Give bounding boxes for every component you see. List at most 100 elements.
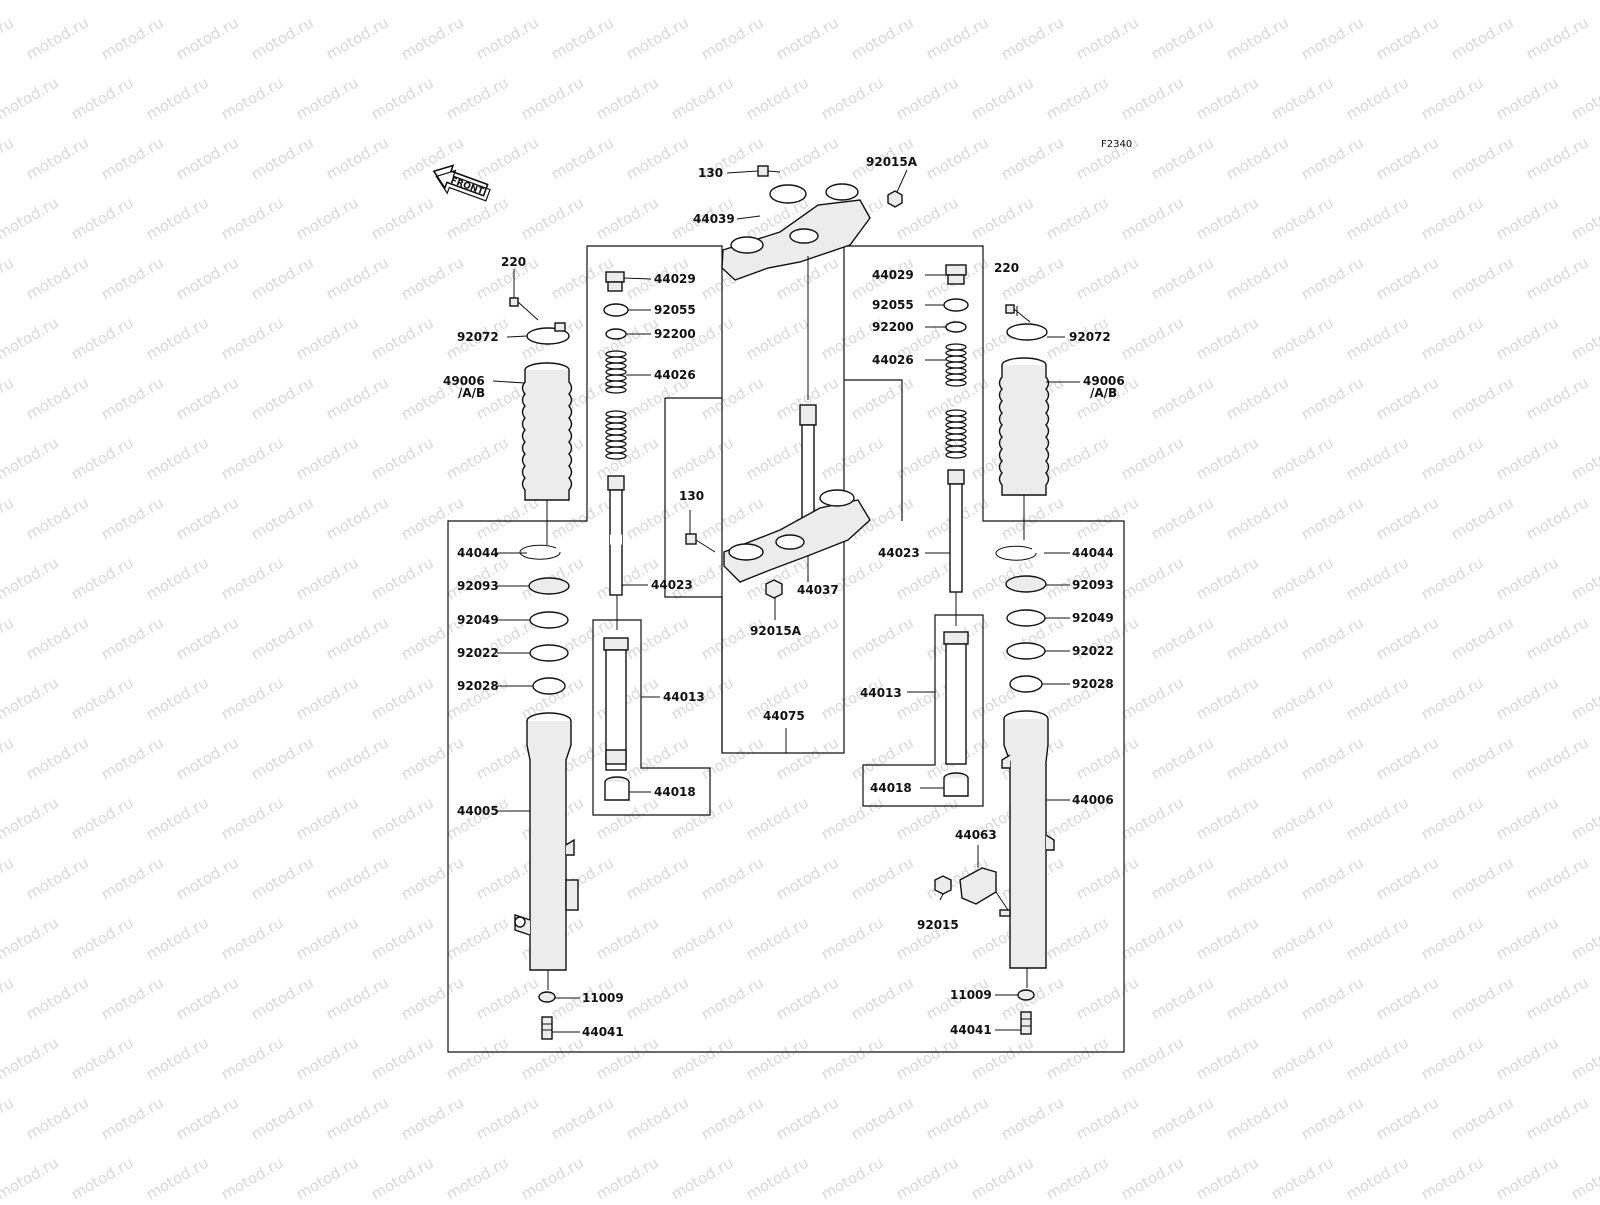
watermark-text: motod.ru bbox=[0, 733, 17, 783]
watermark-text: motod.ru bbox=[1493, 1153, 1562, 1200]
circlip-44044-left bbox=[519, 544, 561, 560]
watermark-text: motod.ru bbox=[1298, 973, 1367, 1023]
watermark-text: motod.ru bbox=[1298, 13, 1367, 63]
watermark-text: motod.ru bbox=[1223, 13, 1292, 63]
watermark-text: motod.ru bbox=[248, 853, 317, 903]
watermark-text: motod.ru bbox=[743, 1153, 812, 1200]
watermark-text: motod.ru bbox=[1418, 793, 1487, 843]
watermark-text: motod.ru bbox=[68, 673, 137, 723]
watermark-text: motod.ru bbox=[1118, 553, 1187, 603]
collar-44018-right bbox=[943, 772, 969, 797]
nut-92015 bbox=[934, 875, 952, 895]
watermark-text: motod.ru bbox=[248, 613, 317, 663]
label-92093-left: 92093 bbox=[457, 579, 499, 593]
watermark-text: motod.ru bbox=[1448, 1093, 1517, 1143]
watermark-text: motod.ru bbox=[1373, 973, 1442, 1023]
watermark-text: motod.ru bbox=[1298, 613, 1367, 663]
watermark-text: motod.ru bbox=[1493, 673, 1562, 723]
watermark-text: motod.ru bbox=[293, 1153, 362, 1200]
watermark-text: motod.ru bbox=[1268, 313, 1337, 363]
bracket-44063 bbox=[959, 867, 1011, 917]
watermark-text: motod.ru bbox=[218, 913, 287, 963]
watermark-text: motod.ru bbox=[623, 1093, 692, 1143]
label-44063: 44063 bbox=[955, 828, 997, 842]
watermark-text: motod.ru bbox=[143, 193, 212, 243]
cartridge-44013-left bbox=[603, 637, 629, 771]
watermark-text: motod.ru bbox=[1523, 613, 1592, 663]
watermark-text: motod.ru bbox=[143, 793, 212, 843]
watermark-text: motod.ru bbox=[1448, 253, 1517, 303]
watermark-text: motod.ru bbox=[1298, 853, 1367, 903]
watermark-text: motod.ru bbox=[218, 1033, 287, 1083]
outer-tube-44006 bbox=[1001, 710, 1055, 969]
watermark-text: motod.ru bbox=[1298, 373, 1367, 423]
watermark-text: motod.ru bbox=[1298, 733, 1367, 783]
watermark-text: motod.ru bbox=[1073, 13, 1142, 63]
outer-tube-44005 bbox=[514, 712, 579, 971]
watermark-text: motod.ru bbox=[968, 73, 1037, 123]
watermark-text: motod.ru bbox=[1193, 1033, 1262, 1083]
watermark-text: motod.ru bbox=[173, 493, 242, 543]
watermark-text: motod.ru bbox=[818, 0, 887, 3]
watermark-text: motod.ru bbox=[23, 133, 92, 183]
watermark-text: motod.ru bbox=[143, 1153, 212, 1200]
label-92072-left: 92072 bbox=[457, 330, 499, 344]
watermark-text: motod.ru bbox=[0, 13, 17, 63]
watermark-text: motod.ru bbox=[1223, 973, 1292, 1023]
watermark-text: motod.ru bbox=[518, 1153, 587, 1200]
watermark-text: motod.ru bbox=[293, 433, 362, 483]
watermark-text: motod.ru bbox=[443, 913, 512, 963]
watermark-text: motod.ru bbox=[1448, 613, 1517, 663]
watermark-text: motod.ru bbox=[398, 253, 467, 303]
label-49006-right: 49006 bbox=[1083, 374, 1125, 388]
label-44075: 44075 bbox=[763, 709, 805, 723]
watermark-text: motod.ru bbox=[248, 733, 317, 783]
watermark-text: motod.ru bbox=[473, 13, 542, 63]
watermark-text: motod.ru bbox=[1223, 613, 1292, 663]
watermark-text: motod.ru bbox=[1493, 313, 1562, 363]
watermark-text: motod.ru bbox=[1343, 73, 1412, 123]
watermark-text: motod.ru bbox=[1343, 553, 1412, 603]
watermark-text: motod.ru bbox=[1193, 0, 1262, 3]
label-44029-right: 44029 bbox=[872, 268, 914, 282]
watermark-text: motod.ru bbox=[218, 193, 287, 243]
watermark-text: motod.ru bbox=[1043, 1153, 1112, 1200]
watermark-text: motod.ru bbox=[1148, 133, 1217, 183]
lower-bracket-44037 bbox=[723, 489, 871, 583]
watermark-text: motod.ru bbox=[1373, 853, 1442, 903]
watermark-text: motod.ru bbox=[1268, 0, 1337, 3]
watermark-text: motod.ru bbox=[1223, 853, 1292, 903]
watermark-text: motod.ru bbox=[593, 73, 662, 123]
watermark-text: motod.ru bbox=[293, 553, 362, 603]
watermark-text: motod.ru bbox=[443, 1033, 512, 1083]
watermark-text: motod.ru bbox=[1148, 1093, 1217, 1143]
watermark-text: motod.ru bbox=[743, 913, 812, 963]
watermark-text: motod.ru bbox=[923, 13, 992, 63]
watermark-text: motod.ru bbox=[1043, 0, 1112, 3]
watermark-text: motod.ru bbox=[668, 793, 737, 843]
o-ring-92055-right bbox=[943, 298, 969, 312]
watermark-text: motod.ru bbox=[98, 973, 167, 1023]
bolt-44041-right bbox=[1020, 1011, 1032, 1035]
bolt-220-left bbox=[509, 297, 539, 321]
watermark-text: motod.ru bbox=[1568, 1033, 1600, 1083]
label-49006-left: 49006 bbox=[443, 374, 485, 388]
watermark-text: motod.ru bbox=[668, 433, 737, 483]
watermark-text: motod.ru bbox=[68, 0, 137, 3]
label-92072-right: 92072 bbox=[1069, 330, 1111, 344]
watermark-text: motod.ru bbox=[23, 733, 92, 783]
watermark-text: motod.ru bbox=[593, 433, 662, 483]
watermark-text: motod.ru bbox=[218, 313, 287, 363]
watermark-text: motod.ru bbox=[1193, 193, 1262, 243]
label-44026-left: 44026 bbox=[654, 368, 696, 382]
watermark-text: motod.ru bbox=[473, 973, 542, 1023]
diagram-code: F2340 bbox=[1101, 139, 1132, 150]
watermark-text: motod.ru bbox=[743, 73, 812, 123]
watermark-text: motod.ru bbox=[98, 373, 167, 423]
watermark-text: motod.ru bbox=[1523, 1093, 1592, 1143]
watermark-text: motod.ru bbox=[248, 133, 317, 183]
watermark-text: motod.ru bbox=[68, 433, 137, 483]
leader-lines bbox=[492, 169, 1080, 1033]
watermark-text: motod.ru bbox=[1418, 313, 1487, 363]
